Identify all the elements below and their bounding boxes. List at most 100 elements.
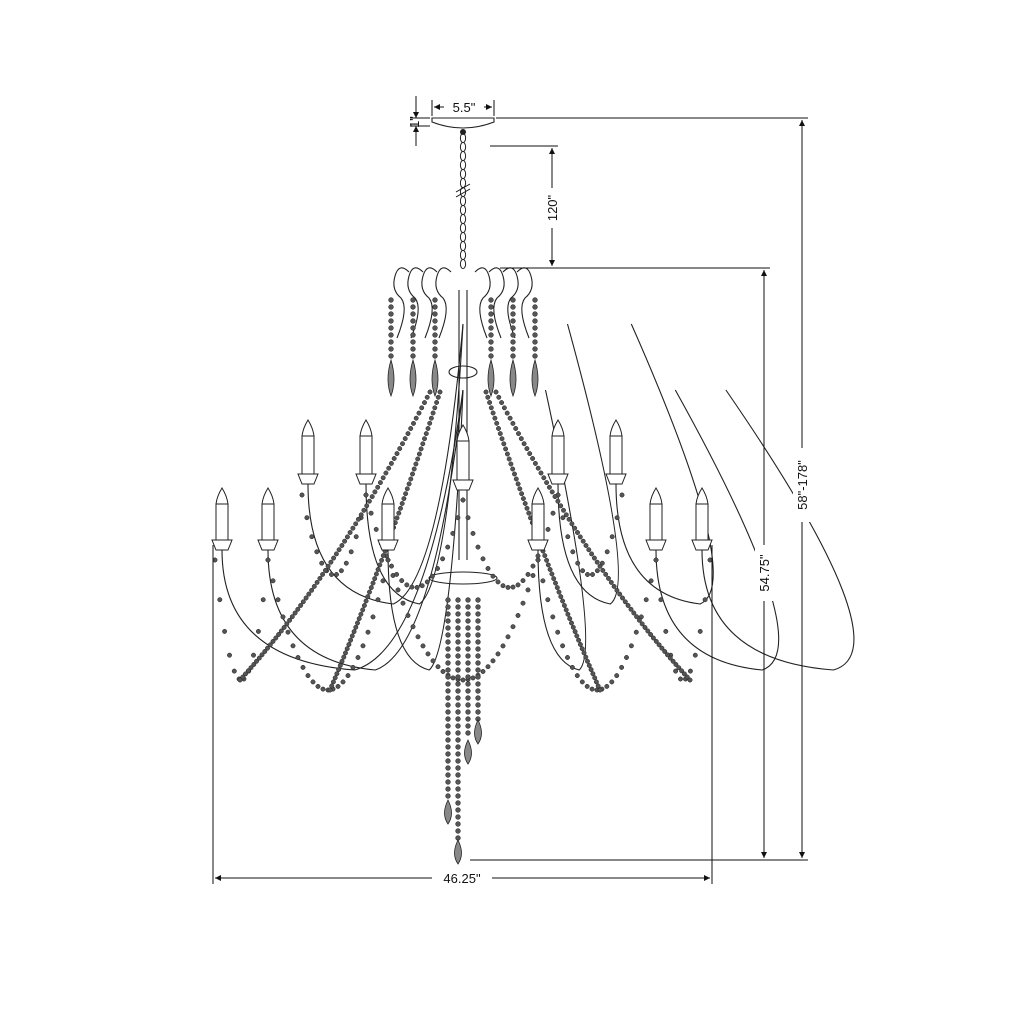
drape-bead <box>259 652 265 658</box>
drape-bead <box>337 663 343 668</box>
drape-bead <box>560 598 566 604</box>
crown-bead <box>510 353 516 359</box>
drape-bead <box>538 470 544 476</box>
lower-swag-bead <box>624 655 629 660</box>
drape-bead <box>551 576 557 582</box>
upper-swag-bead <box>570 549 576 555</box>
drop-strand-bead <box>445 618 451 624</box>
drape-bead <box>580 538 586 544</box>
drape-bead <box>499 436 505 442</box>
candle-cup <box>605 473 627 485</box>
drape-bead <box>565 611 571 617</box>
candle-arm <box>221 389 464 671</box>
upper-swag-bead <box>575 560 581 566</box>
crown-bead <box>410 332 416 338</box>
drape-bead <box>341 654 347 660</box>
candle-cup <box>547 473 569 485</box>
drape-bead <box>506 456 512 462</box>
drape-bead <box>251 662 257 667</box>
lower-swag-bead <box>500 643 506 649</box>
drop-strand-bead <box>445 751 451 757</box>
drape-bead <box>670 658 676 664</box>
drape-bead <box>330 679 336 685</box>
crown-bead <box>488 339 494 345</box>
upper-swag-bead <box>435 566 440 571</box>
drop-strand-bead <box>465 702 471 708</box>
lower-swag-bead <box>648 578 654 584</box>
drape-bead <box>490 410 496 416</box>
lower-swag-bead <box>420 643 426 649</box>
upper-swag-bead <box>470 530 476 536</box>
drape-bead <box>519 491 525 497</box>
teardrop-crystal <box>474 719 482 745</box>
canopy-height-label: 1" <box>407 116 422 128</box>
drop-strand-bead <box>445 639 451 645</box>
drape-bead <box>488 405 494 411</box>
drape-bead <box>278 628 284 634</box>
drop-strand-bead <box>455 751 461 757</box>
drape-bead <box>368 585 374 591</box>
drop-strand-bead <box>465 723 471 729</box>
drape-bead <box>589 551 595 557</box>
upper-swag-bead <box>404 582 410 588</box>
drape-bead <box>400 441 405 447</box>
drape-bead <box>425 426 431 431</box>
drop-strand-bead <box>465 632 471 638</box>
drape-bead <box>656 642 662 648</box>
drape-bead <box>554 585 560 591</box>
drape-bead <box>317 575 323 581</box>
drape-bead <box>281 625 287 630</box>
candle-cup <box>527 539 549 551</box>
upper-swag-bead <box>585 572 590 577</box>
drape-bead <box>289 614 295 620</box>
drape-bead <box>404 486 410 492</box>
drape-bead <box>394 515 400 521</box>
drape-bead <box>634 614 640 620</box>
drape-bead <box>622 599 628 605</box>
crystal-drops <box>444 597 482 865</box>
drop-strand-bead <box>475 611 481 617</box>
chain-length-label: 120" <box>545 194 560 221</box>
drape-bead <box>348 637 354 643</box>
drape-bead <box>240 674 246 680</box>
candle-sleeve <box>531 503 545 541</box>
drape-bead <box>575 530 580 535</box>
drop-strand-bead <box>475 660 481 666</box>
upper-swag-bead <box>594 568 600 574</box>
drape-bead <box>507 415 513 421</box>
drape-bead <box>687 677 693 683</box>
lower-swag-bead <box>520 600 526 606</box>
crown-bead <box>388 297 394 303</box>
drape-bead <box>521 441 527 447</box>
drop-strand-bead <box>455 758 461 764</box>
crown-bead <box>432 318 438 324</box>
drop-strand-bead <box>455 597 461 603</box>
candle-arm <box>537 389 587 671</box>
drape-bead <box>662 649 668 654</box>
upper-swag-bead <box>515 582 521 588</box>
drop-strand-bead <box>445 695 451 701</box>
lower-swag-bead <box>515 613 521 618</box>
drape-bead <box>665 652 670 658</box>
drop-strand-bead <box>455 716 461 722</box>
drape-bead <box>553 580 558 586</box>
dimension-overall-width: 46.25" <box>212 545 713 886</box>
upper-swag-bead <box>319 560 325 566</box>
drape-bead <box>358 512 364 518</box>
lower-swag-bead <box>435 664 441 670</box>
upper-swag-bead <box>394 571 400 577</box>
crown-bead <box>432 304 438 310</box>
crown-bead <box>510 339 516 345</box>
crown-bead <box>410 346 416 352</box>
drop-strand-bead <box>445 744 451 750</box>
crown-bead <box>532 325 538 331</box>
crown-bead <box>388 346 394 352</box>
drape-bead <box>366 498 372 504</box>
drop-strand-bead <box>445 779 451 785</box>
drape-bead <box>611 583 617 589</box>
crown-bead <box>388 325 394 331</box>
crown-bead <box>432 339 438 345</box>
crown-scroll <box>435 267 452 339</box>
drape-bead <box>676 665 682 671</box>
dimension-canopy-width: 5.5" <box>431 99 495 116</box>
